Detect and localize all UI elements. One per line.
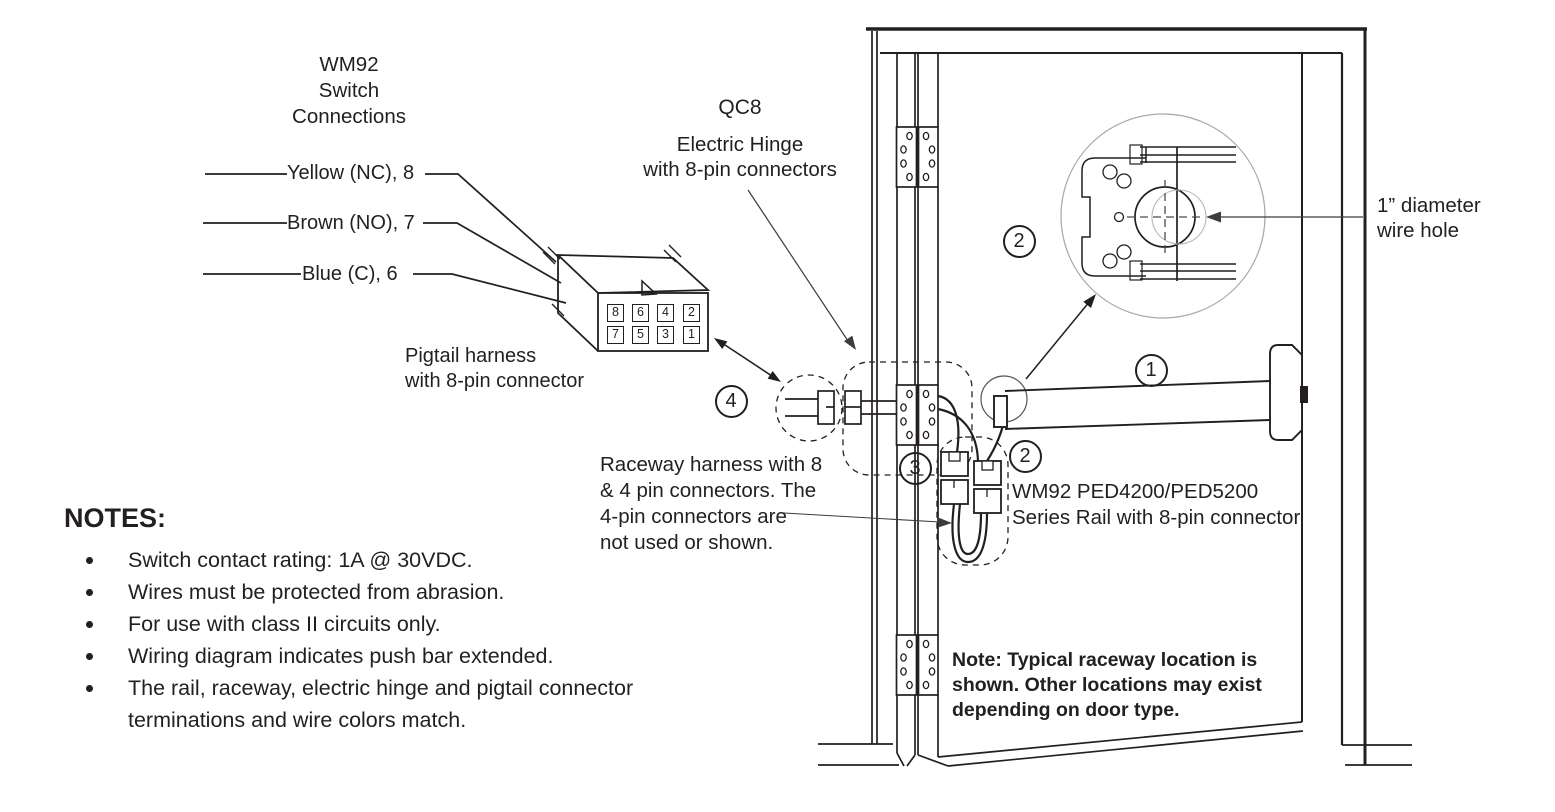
push-bar xyxy=(980,344,1308,441)
notes-heading: NOTES: xyxy=(64,503,167,533)
callout-1: 1 xyxy=(1134,353,1168,387)
pin-7: 7 xyxy=(607,326,624,344)
pin-6: 6 xyxy=(632,304,649,322)
rail-label: WM92 PED4200/PED5200 Series Rail with 8-… xyxy=(1012,479,1300,531)
raceway-connectors xyxy=(940,451,1002,514)
callout-3: 3 xyxy=(898,451,932,485)
pin-2: 2 xyxy=(683,304,700,322)
wire-label-yellow: Yellow (NC), 8 xyxy=(287,162,415,184)
note-item-1: Switch contact rating: 1A @ 30VDC. xyxy=(76,544,690,576)
hinge-top xyxy=(895,126,939,188)
door-frame xyxy=(818,27,1412,767)
pin-1: 1 xyxy=(683,326,700,344)
pigtail-double-arrow xyxy=(714,338,781,382)
rail-line1: WM92 PED4200/PED5200 xyxy=(1012,480,1259,503)
raceway-line2: & 4 pin connectors. The xyxy=(600,479,817,502)
door-note-line2: shown. Other locations may exist xyxy=(952,674,1262,696)
wire-label-brown: Brown (NO), 7 xyxy=(287,212,415,234)
raceway-line3: 4-pin connectors are xyxy=(600,505,787,528)
wire-hole-line2: wire hole xyxy=(1377,219,1460,242)
pigtail-line2: with 8-pin connector xyxy=(405,370,584,392)
wire-hole-line1: 1” diameter xyxy=(1377,194,1481,217)
raceway-line1: Raceway harness with 8 xyxy=(600,453,823,476)
electric-hinge xyxy=(895,384,939,446)
pigtail-harness-label: Pigtail harness with 8-pin connector xyxy=(405,344,584,394)
wire-hole-label: 1” diameter wire hole xyxy=(1377,193,1481,243)
pin-3: 3 xyxy=(657,326,674,344)
pin-5: 5 xyxy=(632,326,649,344)
door-raceway-note: Note: Typical raceway location is shown.… xyxy=(952,648,1262,723)
rail-line2: Series Rail with 8-pin connector xyxy=(1012,506,1301,529)
pigtail-pin-grid: 8 6 4 2 7 5 3 1 xyxy=(600,296,710,352)
switch-title-line1: WM92 xyxy=(319,53,379,76)
raceway-label-arrow xyxy=(783,512,952,528)
switch-title-line2: Switch xyxy=(318,79,380,102)
callout-4: 4 xyxy=(714,384,748,418)
wire-label-blue: Blue (C), 6 xyxy=(302,263,398,285)
notes-list: Switch contact rating: 1A @ 30VDC. Wires… xyxy=(76,544,690,736)
qc8-line1: QC8 xyxy=(718,96,762,119)
raceway-wires xyxy=(937,394,1007,564)
wire-hole-arrow xyxy=(1206,211,1363,223)
pin-4: 4 xyxy=(657,304,674,322)
note-item-3: For use with class II circuits only. xyxy=(76,608,690,640)
note-item-4: Wiring diagram indicates push bar extend… xyxy=(76,640,690,672)
wire-hole-detail xyxy=(1060,113,1266,319)
hinge-bottom xyxy=(895,634,939,696)
door-note-line1: Note: Typical raceway location is xyxy=(952,649,1258,671)
qc8-leader-arrow xyxy=(747,189,856,350)
qc8-line3: with 8-pin connectors xyxy=(643,158,837,181)
switch-wire-leaders xyxy=(203,173,567,304)
raceway-line4: not used or shown. xyxy=(600,531,774,554)
switch-title-line3: Connections xyxy=(292,105,406,128)
note-item-5: The rail, raceway, electric hinge and pi… xyxy=(76,672,690,736)
qc8-line2: Electric Hinge xyxy=(676,133,804,156)
pigtail-line1: Pigtail harness xyxy=(405,345,537,367)
note-item-2: Wires must be protected from abrasion. xyxy=(76,576,690,608)
door-note-line3: depending on door type. xyxy=(952,699,1180,721)
callout-2-rail-connector: 2 xyxy=(1008,439,1042,473)
pigtail-stub-plug xyxy=(785,390,896,425)
pin-8: 8 xyxy=(607,304,624,322)
raceway-harness-label: Raceway harness with 8 & 4 pin connector… xyxy=(600,452,822,556)
callout-2-wire-hole: 2 xyxy=(1002,224,1036,258)
detail-pointer-arrow xyxy=(1025,294,1096,380)
switch-connections-title: WM92 Switch Connections xyxy=(268,52,430,130)
qc8-hinge-label: QC8 Electric Hinge with 8-pin connectors xyxy=(630,95,850,182)
